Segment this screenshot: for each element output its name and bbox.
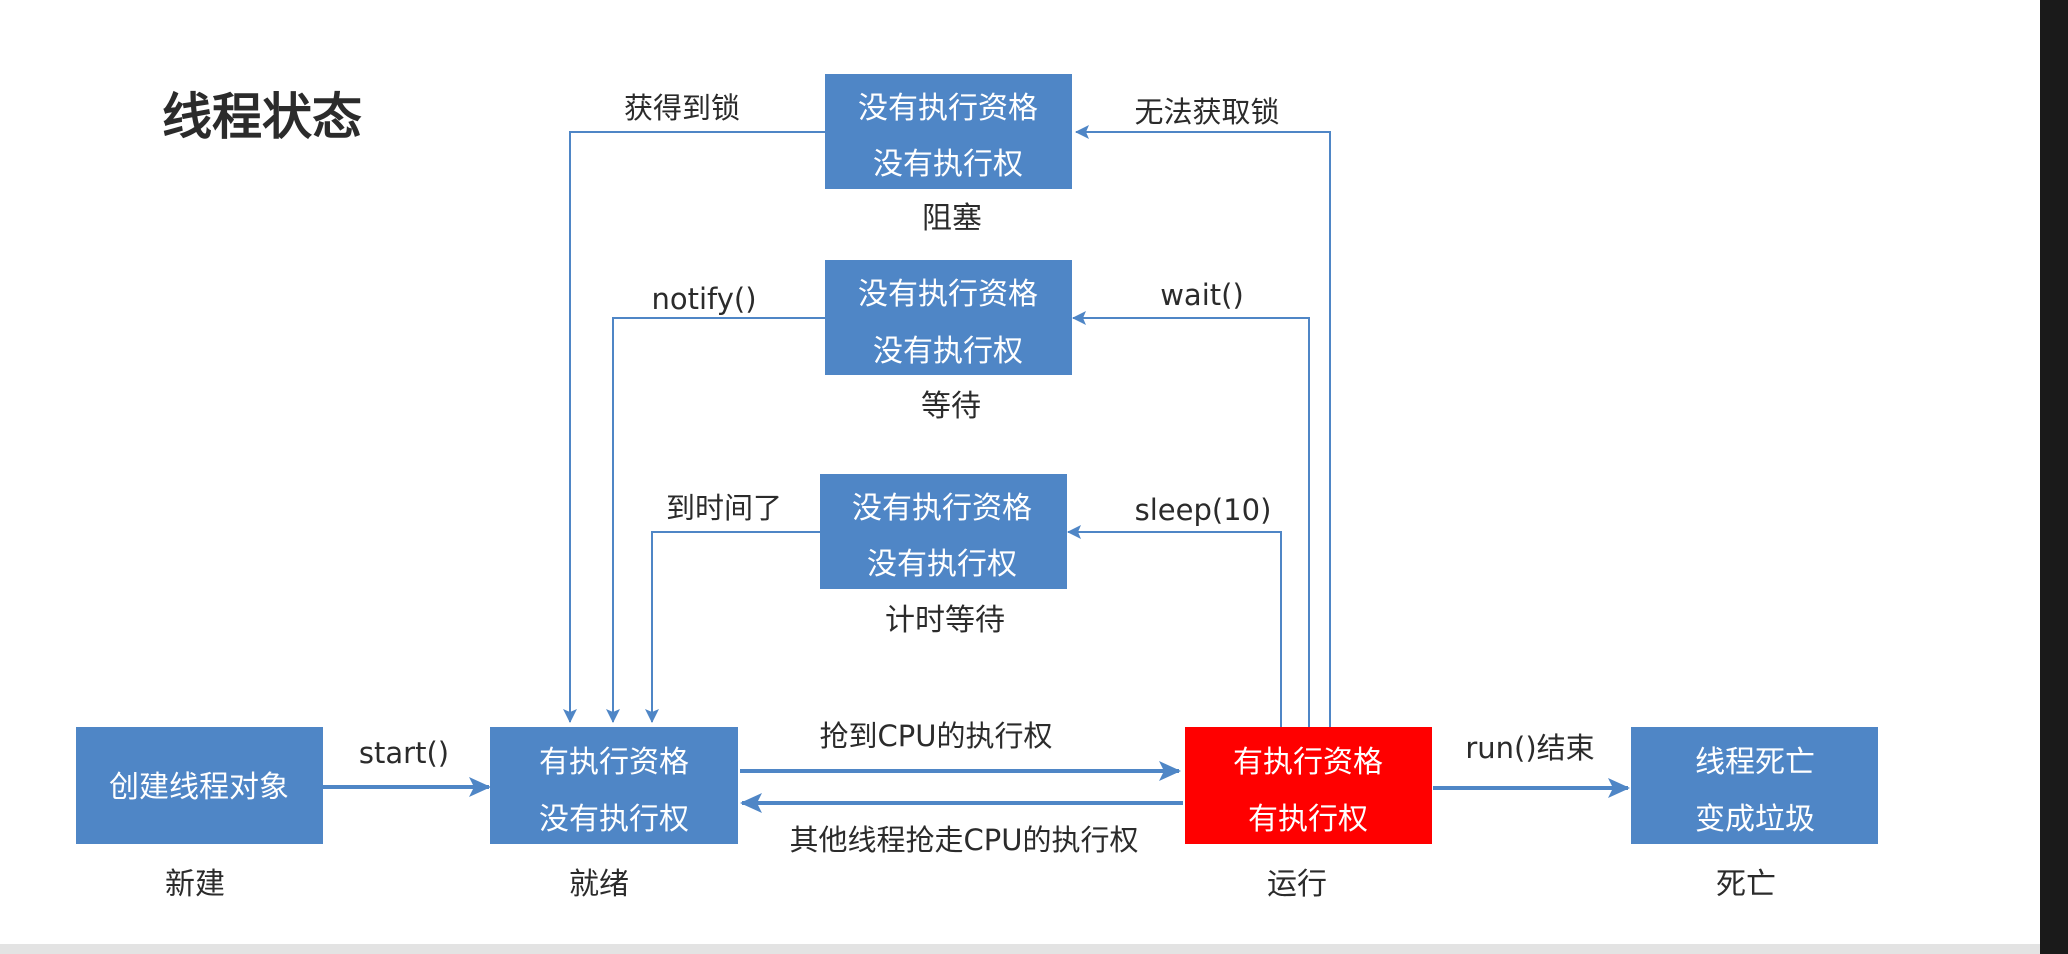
state-blocked-line-1: 没有执行资格 [858,91,1038,126]
label-get-cpu: 抢到CPU的执行权 [820,719,1053,753]
state-dead-line-2: 变成垃圾 [1695,802,1815,837]
label-got-lock: 获得到锁 [624,91,740,125]
state-timed-waiting-label: 计时等待 [885,603,1005,638]
window-edge-right [2040,0,2068,954]
arrow-running-to-blocked [1075,125,1331,727]
state-new-box [76,727,323,844]
state-running: 有执行资格 有执行权 运行 [1185,727,1432,902]
label-notify: notify() [651,282,756,316]
state-ready-label: 就绪 [569,867,629,902]
label-wait: wait() [1160,278,1244,312]
state-new: 创建线程对象 新建 [76,727,323,902]
arrow-waiting-to-ready [606,317,825,723]
state-timed-waiting: 没有执行资格 没有执行权 计时等待 [820,474,1067,638]
state-blocked-box [825,74,1072,189]
state-ready-line-1: 有执行资格 [539,745,689,780]
state-dead-box [1631,727,1878,844]
state-dead-line-1: 线程死亡 [1695,745,1815,780]
label-time-up: 到时间了 [666,491,782,525]
state-blocked-label: 阻塞 [922,201,982,236]
label-start: start() [359,736,449,770]
state-running-line-2: 有执行权 [1248,802,1368,837]
state-waiting: 没有执行资格 没有执行权 等待 [825,260,1072,424]
label-sleep: sleep(10) [1135,493,1272,527]
state-timed-waiting-line-2: 没有执行权 [867,547,1017,582]
state-blocked-line-2: 没有执行权 [873,147,1023,182]
state-blocked: 没有执行资格 没有执行权 阻塞 [825,74,1072,236]
state-ready-line-2: 没有执行权 [539,802,689,837]
state-new-label: 新建 [165,867,225,902]
state-dead: 线程死亡 变成垃圾 死亡 [1631,727,1878,902]
arrow-timed-waiting-to-ready [645,531,820,723]
state-running-label: 运行 [1267,867,1327,902]
state-waiting-box [825,260,1072,375]
arrow-blocked-to-ready [563,131,825,723]
state-ready: 有执行资格 没有执行权 就绪 [490,727,738,902]
arrow-running-to-timed-waiting [1067,525,1282,727]
page-title: 线程状态 [162,88,362,146]
state-dead-label: 死亡 [1716,867,1776,902]
label-run-end: run()结束 [1465,731,1594,765]
label-lose-cpu: 其他线程抢走CPU的执行权 [790,823,1139,857]
state-new-line-1: 创建线程对象 [109,770,289,805]
arrow-running-to-waiting [1072,311,1310,727]
state-timed-waiting-box [820,474,1067,589]
state-timed-waiting-line-1: 没有执行资格 [852,491,1032,526]
state-waiting-line-2: 没有执行权 [873,334,1023,369]
thread-state-diagram: 线程状态 获得到锁 无法获取锁 notify() wait() 到时间了 sle… [76,74,1878,902]
window-edge-bottom [0,944,2040,954]
state-waiting-line-1: 没有执行资格 [858,277,1038,312]
label-cannot-get-lock: 无法获取锁 [1134,95,1279,129]
state-ready-box [490,727,738,844]
state-running-line-1: 有执行资格 [1233,745,1383,780]
state-waiting-label: 等待 [921,389,981,424]
state-running-box [1185,727,1432,844]
